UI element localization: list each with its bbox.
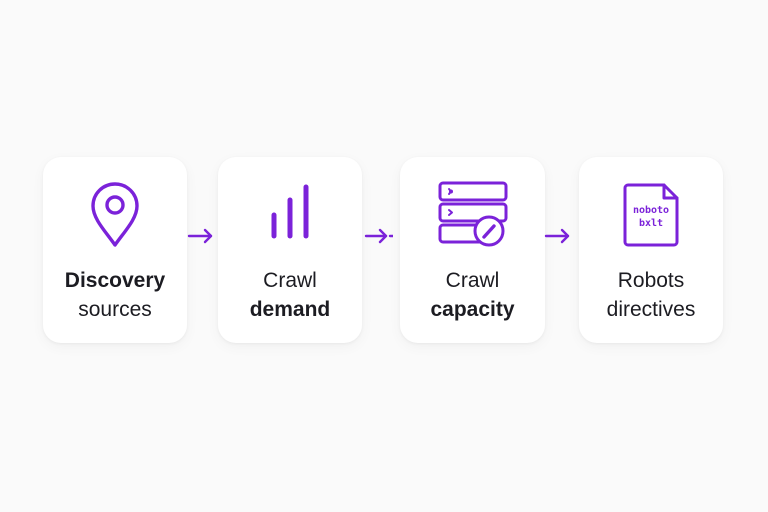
step-label-line1: Robots — [617, 269, 685, 292]
step-card-robots-directives: noboto bxlt Robots directives — [579, 157, 723, 343]
flow-arrow-icon — [186, 226, 216, 246]
doc-text-line1: noboto — [633, 205, 669, 216]
doc-text-line2: bxlt — [639, 218, 663, 229]
server-gauge-icon — [437, 179, 509, 251]
bar-chart-icon — [254, 179, 326, 251]
flow-arrow-icon — [363, 226, 393, 246]
step-card-discovery-sources: Discovery sources — [43, 157, 187, 343]
location-pin-icon — [79, 179, 151, 251]
robots-file-icon: noboto bxlt — [615, 179, 687, 251]
step-label-line1: Discovery — [64, 269, 166, 292]
step-label: Crawl demand — [218, 266, 362, 324]
step-card-crawl-demand: Crawl demand — [218, 157, 362, 343]
step-label: Discovery sources — [43, 266, 187, 324]
step-label-line1: Crawl — [445, 269, 500, 292]
step-label: Crawl capacity — [400, 266, 545, 324]
step-label: Robots directives — [579, 266, 723, 324]
step-label-line2: demand — [249, 298, 331, 321]
step-card-crawl-capacity: Crawl capacity — [400, 157, 545, 343]
step-label-line1: Crawl — [263, 269, 317, 292]
flow-arrow-icon — [543, 226, 573, 246]
step-label-line2: directives — [606, 298, 696, 321]
step-label-line2: sources — [78, 298, 152, 321]
step-label-line2: capacity — [430, 298, 515, 321]
